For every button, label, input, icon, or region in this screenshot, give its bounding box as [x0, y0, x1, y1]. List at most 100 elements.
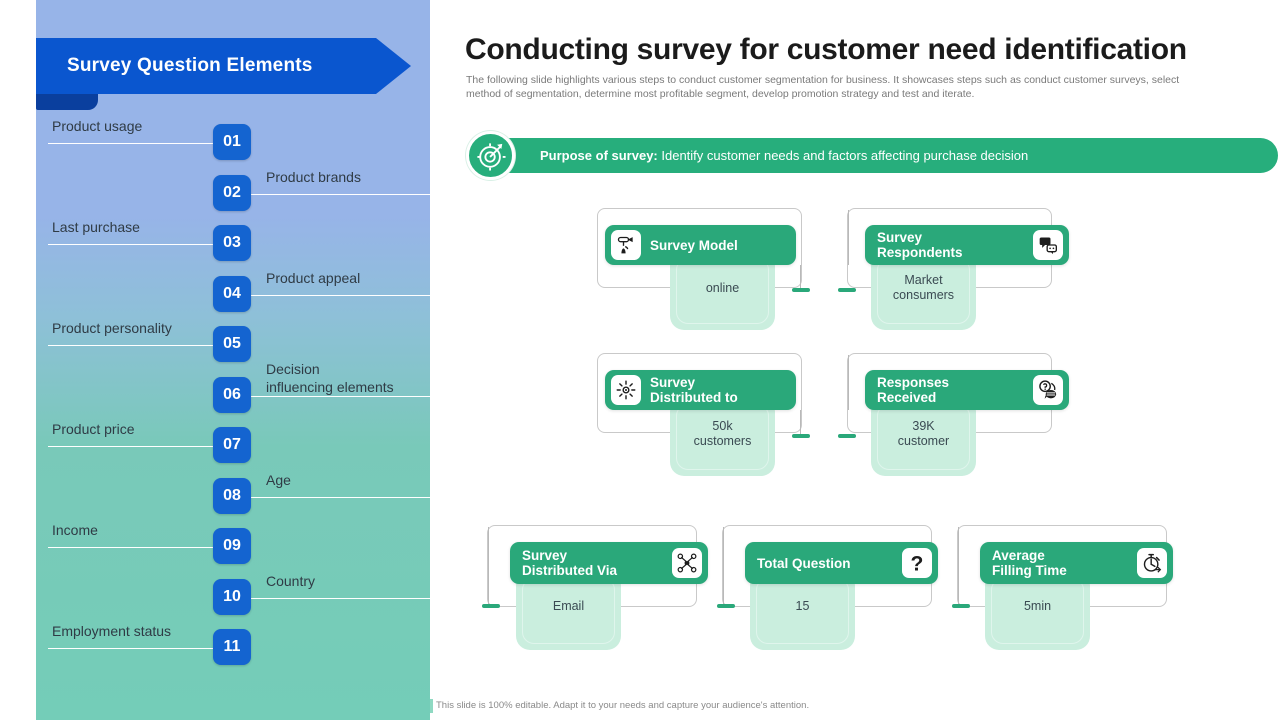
- card-connector-dash: [792, 434, 810, 438]
- step-label: Product price: [52, 421, 135, 437]
- step-label: Income: [52, 522, 98, 538]
- step-number-badge: 02: [213, 174, 251, 211]
- step-number-badge: 04: [213, 275, 251, 312]
- step-label: Product appeal: [266, 269, 361, 286]
- footer-note: This slide is 100% editable. Adapt it to…: [430, 699, 809, 713]
- step-connector-line: [48, 446, 215, 447]
- sidebar-step-01[interactable]: Product usage 01: [36, 118, 430, 164]
- purpose-banner: [468, 138, 1278, 173]
- card-connector-dash: [717, 604, 735, 608]
- purpose-banner-text: Purpose of survey: Identify customer nee…: [540, 138, 1028, 173]
- sidebar-header-title: Survey Question Elements: [67, 55, 313, 76]
- purpose-value: Identify customer needs and factors affe…: [657, 148, 1029, 163]
- step-label: Product usage: [52, 118, 143, 134]
- step-label: Employment status: [52, 623, 172, 639]
- page-subtitle: The following slide highlights various s…: [466, 74, 1180, 100]
- step-connector-line: [48, 547, 215, 548]
- card-connector-line: [488, 527, 489, 606]
- network-nodes-icon: [672, 548, 702, 578]
- card-title: Survey Model: [650, 237, 738, 253]
- step-label: Last purchase: [52, 219, 140, 235]
- step-number-badge: 06: [213, 376, 251, 413]
- step-connector-line: [251, 294, 454, 296]
- speech-bubbles-icon: [1033, 230, 1063, 260]
- card-body: [750, 572, 855, 650]
- card-value: 15: [795, 599, 810, 613]
- sun-share-icon: [611, 375, 641, 405]
- step-number-badge: 10: [213, 578, 251, 615]
- card-body: [670, 398, 775, 476]
- card-body: [985, 572, 1090, 650]
- card-body: [516, 572, 621, 650]
- step-connector-line: [251, 496, 454, 498]
- svg-text:?: ?: [911, 552, 924, 574]
- card-title: Total Question: [757, 555, 851, 571]
- step-label: Country: [266, 572, 316, 589]
- question-chat-icon: [1033, 375, 1063, 405]
- step-number-badge: 05: [213, 326, 251, 362]
- card-value: 5min: [1023, 599, 1052, 613]
- step-connector-line: [251, 395, 454, 397]
- card-connector-dash: [792, 288, 810, 292]
- card-connector-line: [800, 410, 801, 434]
- card-body: [871, 398, 976, 476]
- card-body: [871, 252, 976, 330]
- step-connector-line: [251, 193, 454, 195]
- target-dart-icon: [466, 131, 515, 180]
- sidebar-step-10[interactable]: Country 10: [36, 572, 454, 619]
- step-connector-line: [48, 345, 215, 346]
- card-connector-line: [958, 527, 959, 606]
- sidebar-header: Survey Question Elements: [36, 38, 411, 110]
- card-header[interactable]: Total Question ?: [745, 542, 938, 584]
- sidebar-step-05[interactable]: Product personality 05: [36, 320, 430, 366]
- card-connector-line: [848, 355, 849, 410]
- card-connector-dash: [482, 604, 500, 608]
- sidebar: Survey Question Elements Product usage 01…: [36, 0, 454, 720]
- card-value: online: [705, 281, 740, 295]
- card-connector-line: [848, 210, 849, 265]
- main-content: Conducting survey for customer need iden…: [430, 0, 1280, 720]
- sidebar-step-08[interactable]: Age 08: [36, 471, 454, 518]
- card-connector-dash: [952, 604, 970, 608]
- hand-microphone-icon: [611, 230, 641, 260]
- step-number-badge: 08: [213, 477, 251, 514]
- sidebar-step-07[interactable]: Product price 07: [36, 421, 430, 467]
- card-value: Email: [552, 599, 585, 613]
- step-label: Age: [266, 471, 291, 488]
- sidebar-step-02[interactable]: Product brands 02: [36, 168, 454, 215]
- stopwatch-icon: [1137, 548, 1167, 578]
- step-connector-line: [251, 597, 454, 599]
- step-label: Product brands: [266, 168, 361, 185]
- sidebar-step-04[interactable]: Product appeal 04: [36, 269, 454, 316]
- sidebar-header-arrow: [36, 38, 411, 94]
- page-title: Conducting survey for customer need iden…: [465, 33, 1187, 66]
- step-number-badge: 07: [213, 427, 251, 463]
- card-connector-dash: [838, 434, 856, 438]
- purpose-label: Purpose of survey:: [540, 148, 658, 163]
- card-connector-line: [723, 527, 724, 606]
- step-label: Product personality: [52, 320, 172, 336]
- card-connector-line: [800, 265, 801, 289]
- card-header[interactable]: Survey Model: [605, 225, 796, 265]
- step-connector-line: [48, 648, 215, 649]
- step-number-badge: 01: [213, 124, 251, 160]
